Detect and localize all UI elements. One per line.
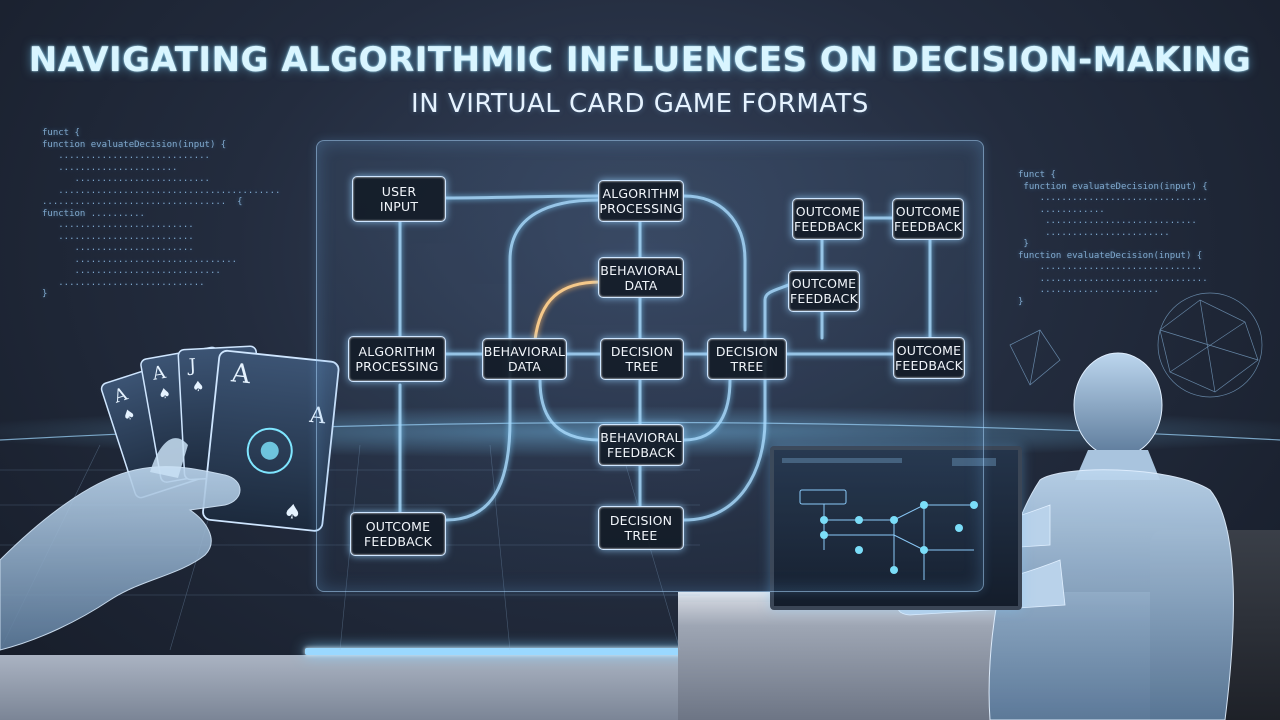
svg-text:♠: ♠ <box>192 379 205 396</box>
title-main: NAVIGATING ALGORITHMIC INFLUENCES ON DEC… <box>28 40 1252 80</box>
node-algorithm-processing-top-line1: ALGORITHM <box>602 186 680 201</box>
node-outcome-feedback-right-line1: OUTCOME <box>896 343 962 358</box>
mini-flowchart <box>782 458 996 580</box>
node-outcome-feedback-bottom-line2: FEEDBACK <box>363 534 433 549</box>
glow-bar <box>305 648 695 655</box>
node-outcome-feedback-tr1-line2: FEEDBACK <box>793 219 863 234</box>
node-user-input-line2: INPUT <box>379 199 419 214</box>
node-decision-tree-mid-line2: TREE <box>625 359 659 374</box>
node-decision-tree-right-line2: TREE <box>730 359 764 374</box>
node-outcome-feedback-tr1-line1: OUTCOME <box>795 204 861 219</box>
svg-text:♠: ♠ <box>121 406 138 425</box>
node-behavioral-feedback-line1: BEHAVIORAL <box>600 430 682 445</box>
svg-text:A: A <box>229 358 253 390</box>
code-snippet-left: funct { function evaluateDecision(input)… <box>42 128 281 299</box>
node-outcome-feedback-tr2-line1: OUTCOME <box>895 204 961 219</box>
node-outcome-feedback-right-line2: FEEDBACK <box>894 358 964 373</box>
node-behavioral-feedback-line2: FEEDBACK <box>606 445 676 460</box>
svg-text:A: A <box>307 403 328 430</box>
svg-text:J: J <box>186 355 196 376</box>
svg-text:♠: ♠ <box>282 499 302 525</box>
node-outcome-feedback-mid-line1: OUTCOME <box>791 276 857 291</box>
node-behavioral-data-mid-line2: DATA <box>507 359 541 374</box>
node-behavioral-data-top-line2: DATA <box>624 277 658 293</box>
node-algorithm-processing-left-line1: ALGORITHM <box>358 344 436 359</box>
node-decision-tree-bottom-line1: DECISION <box>609 513 673 528</box>
title-subtitle: IN VIRTUAL CARD GAME FORMATS <box>411 89 869 119</box>
node-outcome-feedback-mid-line2: FEEDBACK <box>789 291 859 306</box>
node-user-input-line1: USER <box>381 184 417 199</box>
node-decision-tree-bottom-line2: TREE <box>624 528 658 543</box>
node-algorithm-processing-left-line2: PROCESSING <box>355 359 439 374</box>
laptop-icon <box>770 446 1022 610</box>
node-behavioral-data-top-line1: BEHAVIORAL <box>600 262 682 278</box>
network-sphere-icon <box>1009 292 1263 398</box>
node-outcome-feedback-tr2-line2: FEEDBACK <box>893 219 963 234</box>
svg-text:♠: ♠ <box>157 385 172 403</box>
svg-text:A: A <box>150 362 168 385</box>
node-outcome-feedback-bottom-line1: OUTCOME <box>365 519 431 534</box>
node-decision-tree-mid-line1: DECISION <box>610 344 674 359</box>
node-decision-tree-right-line1: DECISION <box>715 344 779 359</box>
code-snippet-right: funct { function evaluateDecision(input)… <box>1018 170 1208 307</box>
hand-illustration <box>0 438 241 651</box>
stage-floor <box>0 655 700 720</box>
node-behavioral-data-mid-line1: BEHAVIORAL <box>483 344 566 359</box>
node-algorithm-processing-top-line2: PROCESSING <box>599 201 683 216</box>
